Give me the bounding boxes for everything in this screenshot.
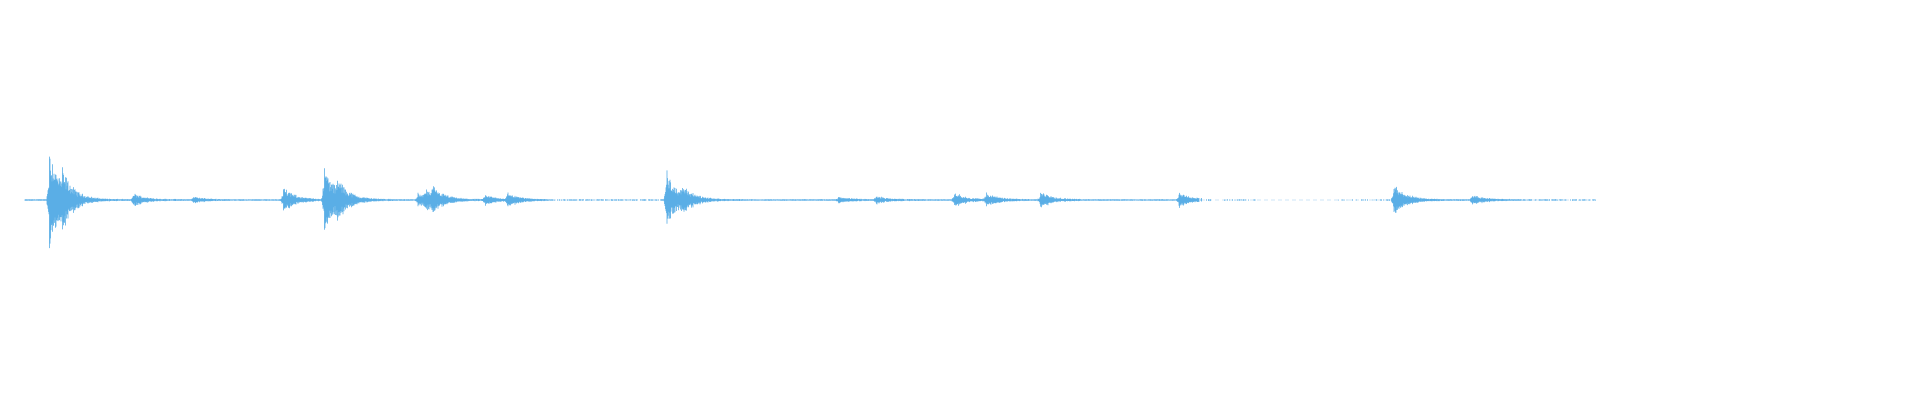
- waveform-trace: [24, 156, 1596, 249]
